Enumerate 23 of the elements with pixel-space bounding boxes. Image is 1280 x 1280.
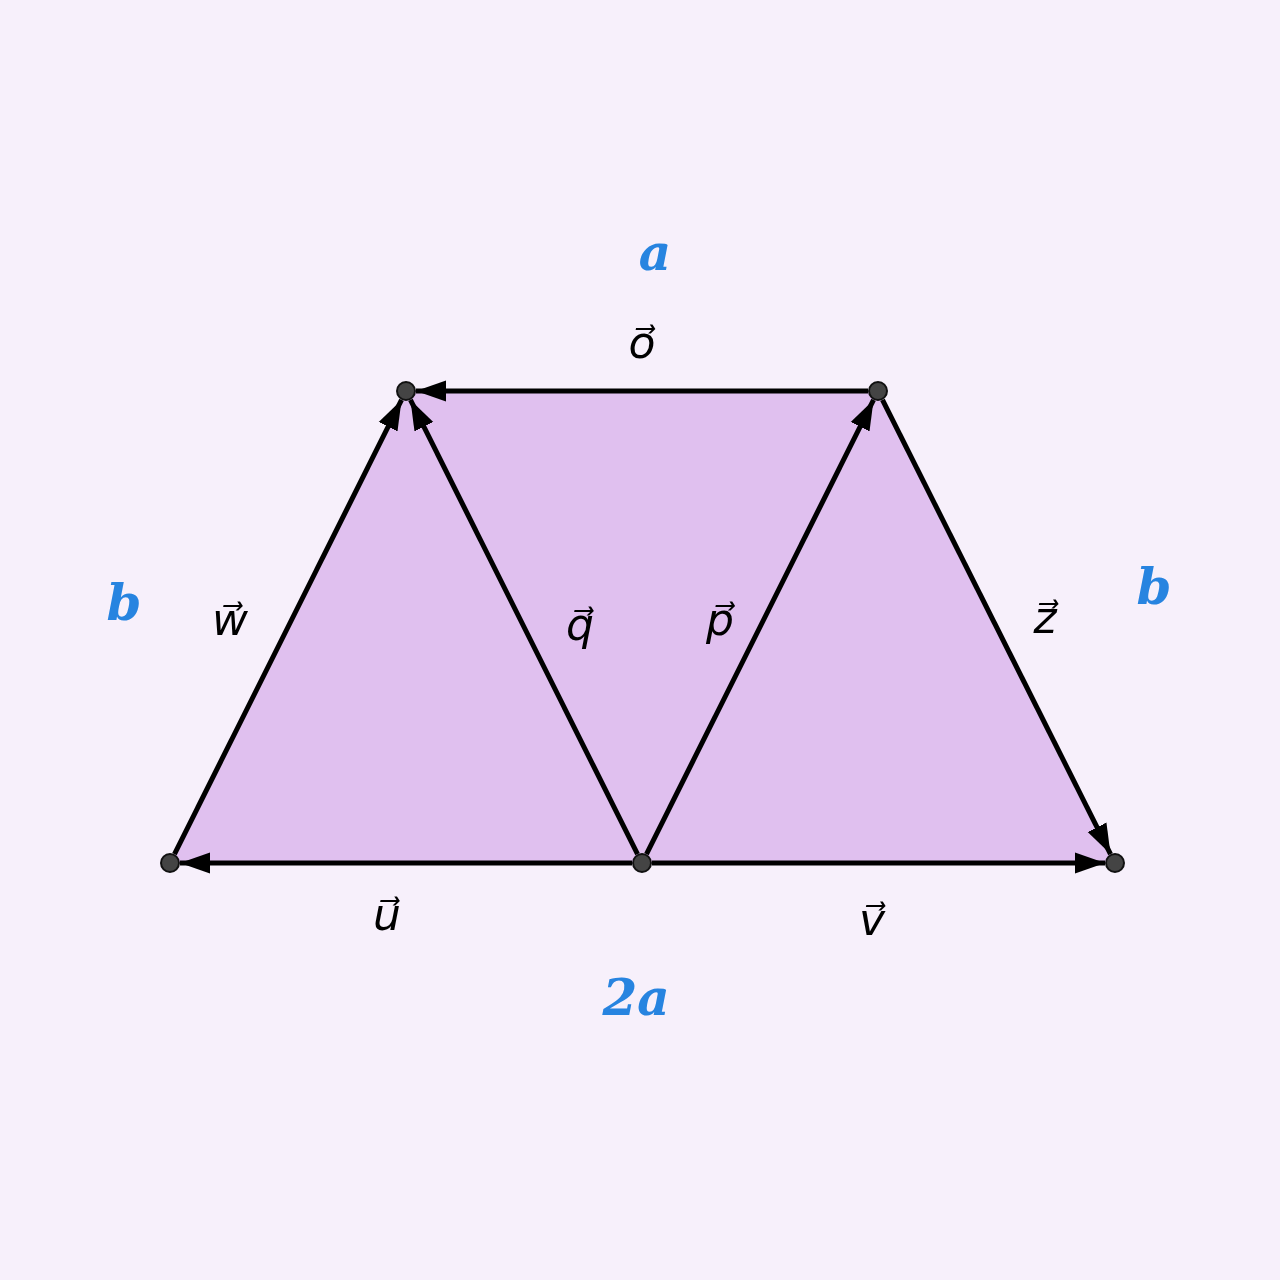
vector-arrow xyxy=(652,852,1105,874)
point-dot xyxy=(632,853,652,873)
vector-label: z⃗ xyxy=(1033,596,1057,640)
vector-label: w⃗ xyxy=(212,598,248,642)
vector-label: o⃗ xyxy=(628,321,656,365)
vector-arrow xyxy=(180,852,632,874)
length-label: 2a xyxy=(602,973,670,1023)
vector-arrow xyxy=(644,398,876,856)
length-label: b xyxy=(1136,562,1172,612)
vector-arrow xyxy=(880,398,1113,856)
point-dot xyxy=(396,381,416,401)
point-dot xyxy=(868,381,888,401)
length-label: a xyxy=(638,228,672,278)
vector-label: p⃗ xyxy=(706,598,734,642)
point-dot xyxy=(1105,853,1125,873)
vector-arrow xyxy=(416,380,868,402)
length-label: b xyxy=(106,578,142,628)
point-dot xyxy=(160,853,180,873)
vector-label: q⃗ xyxy=(566,603,594,647)
vector-arrow xyxy=(408,398,640,856)
vector-label: v⃗ xyxy=(859,898,885,942)
vector-label: u⃗ xyxy=(373,893,401,937)
vector-arrow xyxy=(172,398,404,856)
